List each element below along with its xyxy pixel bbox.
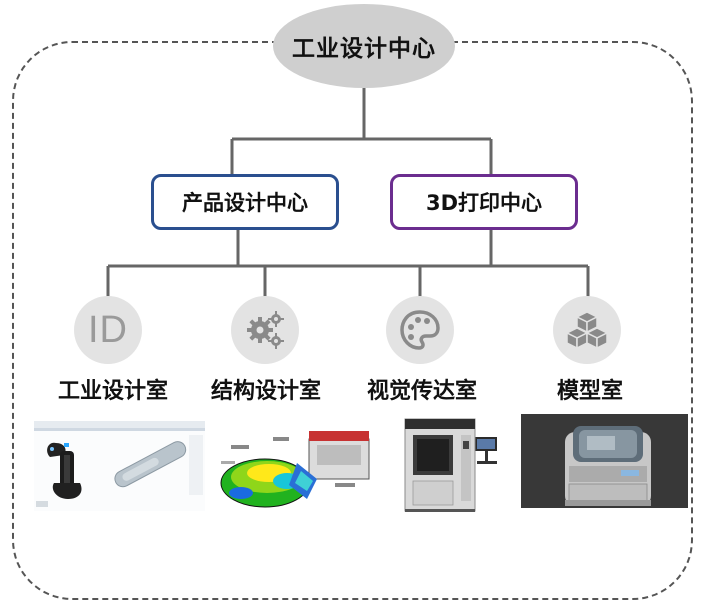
desktop-printer-photo — [521, 414, 688, 508]
industrial-printer-photo — [401, 413, 507, 516]
room-label-industrial: 工业设计室 — [57, 379, 168, 404]
root-label: 工业设计中心 — [292, 36, 436, 62]
center-label: 3D打印中心 — [425, 191, 543, 215]
root-node: 工业设计中心 — [273, 4, 455, 88]
room-label-visual: 视觉传达室 — [366, 379, 477, 404]
center-label: 产品设计中心 — [182, 191, 308, 215]
scanner-software-photo — [34, 421, 205, 511]
structural-simulation-photo — [217, 421, 372, 513]
product-design-center: 产品设计中心 — [151, 174, 339, 230]
id-icon: ID — [74, 296, 142, 364]
cubes-icon — [553, 296, 621, 364]
room-label-structure: 结构设计室 — [210, 379, 321, 404]
gears-icon — [231, 296, 299, 364]
3d-printing-center: 3D打印中心 — [390, 174, 578, 230]
palette-icon — [386, 296, 454, 364]
room-label-model: 模型室 — [556, 379, 623, 404]
